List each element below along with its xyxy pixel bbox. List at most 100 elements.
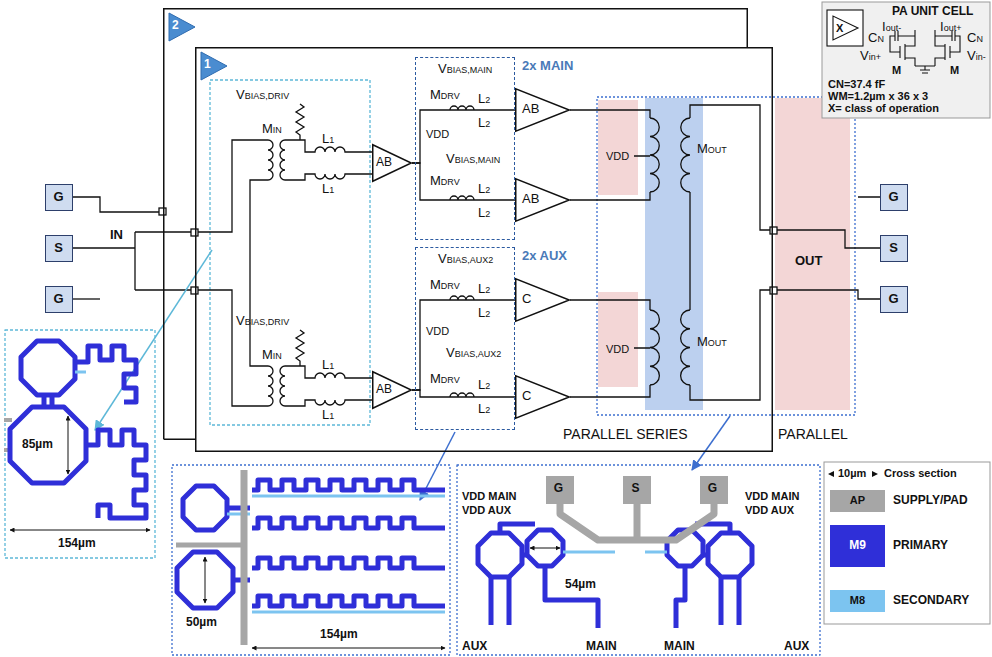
amplifier-shape — [373, 145, 412, 182]
legend-heading: Cross section — [884, 467, 957, 480]
frame-line — [164, 9, 748, 440]
pin-label: Iout- — [882, 20, 901, 35]
pad-label: G — [881, 292, 906, 307]
supply-label: VDD — [426, 128, 449, 141]
leader-arrows — [95, 250, 730, 500]
supply-label: VDD MAIN — [462, 490, 516, 503]
schematic-wires — [73, 104, 880, 406]
callout-number: 2 — [172, 19, 179, 33]
amplifier-shape — [516, 179, 570, 222]
amplifier-class: AB — [522, 192, 539, 207]
bias-label: VBIAS,AUX2 — [438, 252, 493, 267]
inductor-label: L2 — [478, 92, 490, 107]
amplifier-class: AB — [376, 156, 392, 170]
swatch-label: M8 — [830, 594, 885, 607]
dimension-label: 85µm — [22, 438, 53, 452]
amplifier-shape — [516, 279, 570, 322]
transformer-label: MOUT — [697, 142, 727, 157]
amplifier-class: AB — [376, 383, 392, 397]
layout-pad: G — [546, 476, 574, 504]
inductor-label: L2 — [478, 206, 490, 221]
amplifier-triangle: C — [515, 278, 570, 322]
amplifier-shape — [516, 376, 570, 419]
stage-group: 2x MAIN — [415, 57, 515, 240]
bias-label: VBIAS,MAIN — [438, 62, 492, 77]
cell-note: WM=1.2µm x 36 x 3 — [828, 90, 928, 103]
legend-frame — [824, 462, 990, 624]
callout-triangle-shape — [201, 52, 227, 80]
pad-label: G — [546, 482, 571, 496]
transformer-label: MDRV — [430, 88, 460, 103]
pin-label: Vin- — [967, 49, 986, 64]
amplifier-triangle: AB — [515, 178, 570, 222]
pad-label: S — [46, 241, 71, 256]
swatch-label: M9 — [830, 539, 885, 553]
dimension-label: 10µm — [838, 467, 866, 480]
callout-triangle — [199, 51, 229, 81]
layout-pad: S — [623, 476, 651, 504]
probe-pad: S — [45, 235, 73, 262]
supply-label: VDD — [606, 150, 629, 163]
transformer-label: MIN — [262, 122, 282, 137]
probe-pad: S — [880, 235, 908, 262]
component-label: CN — [868, 31, 884, 46]
bias-label: VBIAS,DRIV — [236, 88, 289, 103]
amplifier-triangle: AB — [515, 88, 570, 132]
callout-triangle-shape — [169, 13, 195, 41]
pin-label: Iout+ — [940, 20, 961, 35]
component-label: CN — [967, 31, 983, 46]
amplifier-class: AB — [522, 102, 539, 117]
dimension-label: 154µm — [320, 628, 358, 642]
bias-label: VBIAS,MAIN — [446, 152, 500, 167]
group-heading: 2x MAIN — [522, 59, 573, 74]
callout-triangle — [167, 12, 197, 42]
inductor-label: L1 — [322, 358, 334, 373]
legend-text: SUPPLY/PAD — [893, 494, 968, 508]
inductor-label: L2 — [478, 116, 490, 131]
legend-text: SECONDARY — [893, 594, 969, 608]
pin-label: Vin+ — [860, 49, 881, 64]
signal-wire — [412, 390, 515, 397]
bias-label: VBIAS,DRIV — [236, 314, 289, 329]
amplifier-triangle: AB — [372, 144, 412, 182]
transformer-label: MDRV — [430, 372, 460, 387]
section-label: PARALLEL SERIES — [563, 426, 688, 442]
signal-wire — [412, 163, 515, 200]
port-label: AUX — [784, 640, 809, 654]
inductor-label: L2 — [478, 282, 490, 297]
pad-label: G — [46, 190, 71, 205]
pad-label: G — [46, 292, 71, 307]
stage-group: 2x AUX — [415, 247, 515, 430]
supply-label: VDD — [426, 325, 449, 338]
inductor-label: L1 — [322, 132, 334, 147]
supply-label: VDD AUX — [745, 504, 794, 517]
frame-line — [196, 48, 773, 452]
signal-wire — [412, 300, 515, 390]
port-label: MAIN — [664, 640, 695, 654]
pad-label: S — [881, 241, 906, 256]
section-label: PARALLEL — [778, 426, 848, 442]
inductor-label: L2 — [478, 306, 490, 321]
cell-heading: PA UNIT CELL — [892, 5, 973, 19]
layout-insets — [4, 330, 820, 655]
layout-pad: G — [700, 476, 728, 504]
group-heading: 2x AUX — [522, 249, 567, 264]
amplifier-class: C — [522, 292, 531, 307]
probe-pad: G — [45, 286, 73, 313]
pad-label: S — [623, 482, 648, 496]
swatch-label: AP — [830, 494, 885, 507]
dimension-label: 154µm — [58, 537, 96, 551]
amplifier-shape — [516, 89, 570, 132]
combiner-bands — [210, 2, 990, 425]
bias-label: VBIAS,AUX2 — [446, 346, 501, 361]
pad-label: G — [881, 190, 906, 205]
amplifier-triangle: AB — [372, 371, 412, 409]
inductor-label: L1 — [322, 182, 334, 197]
inductor-label: L2 — [478, 378, 490, 393]
inductor-label: L2 — [478, 182, 490, 197]
probe-pad: G — [880, 286, 908, 313]
unit-cell-box: PA UNIT CELLCN=37.4 fFWM=1.2µm x 36 x 3X… — [822, 2, 990, 118]
port-label: MAIN — [586, 640, 617, 654]
dimension-label: 54µm — [565, 578, 596, 592]
